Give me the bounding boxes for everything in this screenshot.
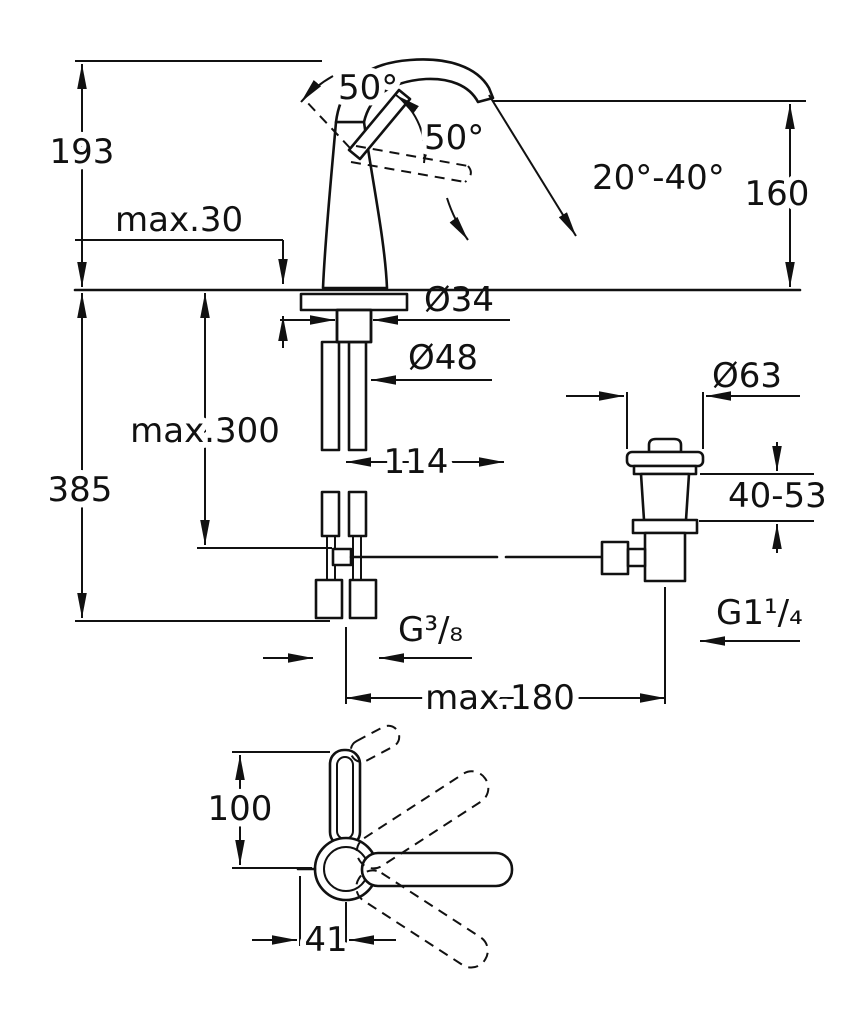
dimension-annotations bbox=[75, 60, 814, 946]
label-385: 385 bbox=[48, 470, 113, 510]
waste-top-flange bbox=[625, 450, 705, 468]
side-view-faucet bbox=[73, 58, 802, 292]
plan-handle-alt-lower bbox=[355, 869, 489, 969]
label-thread-g38: G³/₈ bbox=[398, 610, 463, 650]
label-max-180: max.180 bbox=[425, 678, 575, 718]
threaded-shank bbox=[335, 308, 373, 344]
hose-right-upper bbox=[347, 340, 368, 452]
label-deck-max30: max.30 bbox=[115, 200, 243, 240]
waste-lower-body bbox=[643, 531, 687, 583]
hose-right-lower bbox=[347, 490, 368, 538]
label-dia-63: Ø63 bbox=[712, 356, 782, 396]
spout-swivel-arc bbox=[446, 197, 469, 241]
handle-swing-arc bbox=[395, 94, 433, 164]
waste-push-cap bbox=[647, 437, 683, 454]
label-angle-50-top: 50° bbox=[338, 68, 398, 108]
hose-nut-right bbox=[348, 578, 378, 620]
plan-handle-up-dashed bbox=[349, 724, 401, 763]
spout-outline bbox=[334, 58, 495, 124]
dim-4053-extensions bbox=[699, 473, 814, 522]
label-thread-g114: G1¹/₄ bbox=[716, 593, 803, 633]
label-dia-48: Ø48 bbox=[408, 338, 478, 378]
dim-41-extensions bbox=[299, 876, 347, 946]
threaded-shank-hatch bbox=[335, 308, 373, 344]
label-100: 100 bbox=[208, 789, 273, 829]
handle-tilt-arc bbox=[300, 75, 334, 103]
dim-dia63-extensions bbox=[626, 392, 704, 449]
mounting-flange bbox=[299, 292, 409, 312]
plan-handle bbox=[360, 851, 514, 888]
label-40-53: 40-53 bbox=[728, 476, 827, 516]
waste-knurled-knob bbox=[600, 540, 630, 576]
waste-knob-connector bbox=[626, 547, 647, 568]
faucet-body-outline bbox=[321, 120, 389, 290]
label-dia-34: Ø34 bbox=[424, 280, 494, 320]
label-spout-height-160: 160 bbox=[745, 174, 810, 214]
dim-max180-extensions bbox=[345, 587, 666, 704]
label-angle-50-side: 50° bbox=[424, 118, 484, 158]
hose-left-lower bbox=[320, 490, 341, 538]
label-max-300: max.300 bbox=[130, 411, 280, 451]
label-angle-20-40: 20°-40° bbox=[592, 158, 725, 198]
handle-alt-position-left bbox=[304, 99, 351, 149]
dim-100-extensions bbox=[232, 751, 330, 869]
installation-assembly bbox=[299, 292, 603, 620]
hose-nut-left bbox=[314, 578, 344, 620]
spout-swivel-line bbox=[488, 94, 577, 237]
waste-upper-body bbox=[639, 472, 691, 522]
pop-up-waste-assembly bbox=[600, 437, 705, 583]
waste-mid-flange bbox=[631, 518, 699, 535]
dimension-labels: 193 160 max.30 50° 50° 20°-40° Ø34 Ø48 m… bbox=[42, 62, 827, 966]
plan-spout bbox=[328, 748, 362, 848]
plan-view-faucet bbox=[296, 724, 514, 969]
label-114: 114 bbox=[384, 442, 449, 482]
pop-up-rod-fitting bbox=[331, 547, 353, 567]
hose-left-upper bbox=[320, 340, 341, 452]
label-height-193: 193 bbox=[50, 132, 115, 172]
plan-handle-alt-upper bbox=[355, 770, 490, 870]
label-41: 41 bbox=[304, 920, 347, 960]
